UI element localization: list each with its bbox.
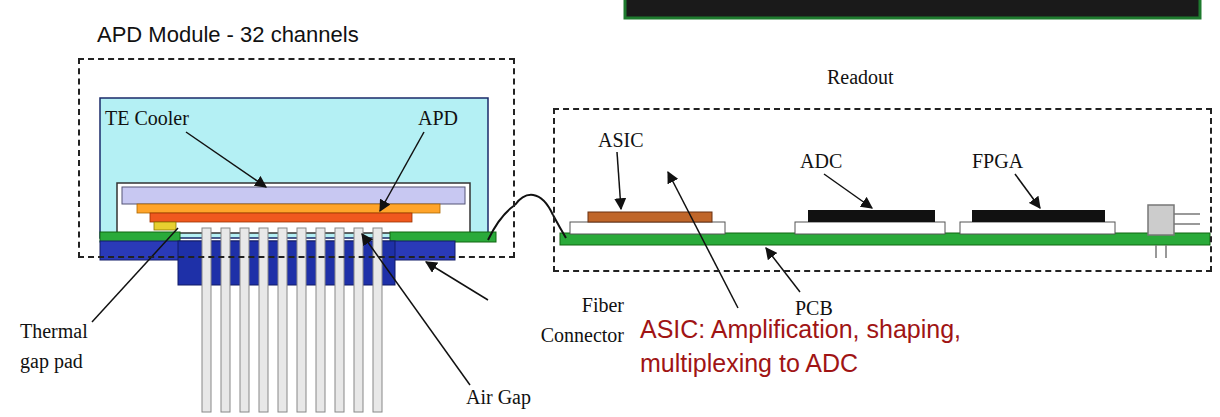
output-connector xyxy=(1148,205,1200,258)
inner-cavity xyxy=(117,183,470,233)
dashed-group-box: APD Module - 32 channels xyxy=(78,58,515,258)
top-bar xyxy=(625,0,1200,18)
readout-pcb xyxy=(560,233,1210,245)
thermal-pad xyxy=(154,222,176,230)
cable-stub xyxy=(488,205,515,240)
te-cooler xyxy=(122,187,465,204)
part-label: Fiber Connector xyxy=(498,290,624,350)
part-label: TE Cooler xyxy=(105,104,189,132)
part-label: ASIC: Amplification, shaping, multiplexi… xyxy=(640,312,988,380)
dashed-group-box: Readout xyxy=(553,108,1212,272)
part-label: FPGA xyxy=(972,147,1023,175)
group-heading: Readout xyxy=(827,66,894,89)
part-label: ASIC xyxy=(598,126,644,154)
part-label: Thermal gap pad xyxy=(20,316,115,376)
chip-socket xyxy=(570,222,725,234)
apd-chip xyxy=(150,213,412,222)
apd-substrate xyxy=(137,204,440,213)
part-label: APD xyxy=(418,104,458,132)
housing xyxy=(100,98,488,238)
fiber-pins xyxy=(202,228,382,412)
part-label: ADC xyxy=(800,147,842,175)
adc-chip xyxy=(808,210,935,222)
fpga-chip xyxy=(972,210,1105,222)
chip-socket xyxy=(960,222,1115,234)
cable-connector xyxy=(515,195,553,215)
part-label: Air Gap xyxy=(466,383,531,411)
leader-lines xyxy=(92,132,1040,385)
group-heading: APD Module - 32 channels xyxy=(97,22,359,48)
chip-socket xyxy=(795,222,945,234)
